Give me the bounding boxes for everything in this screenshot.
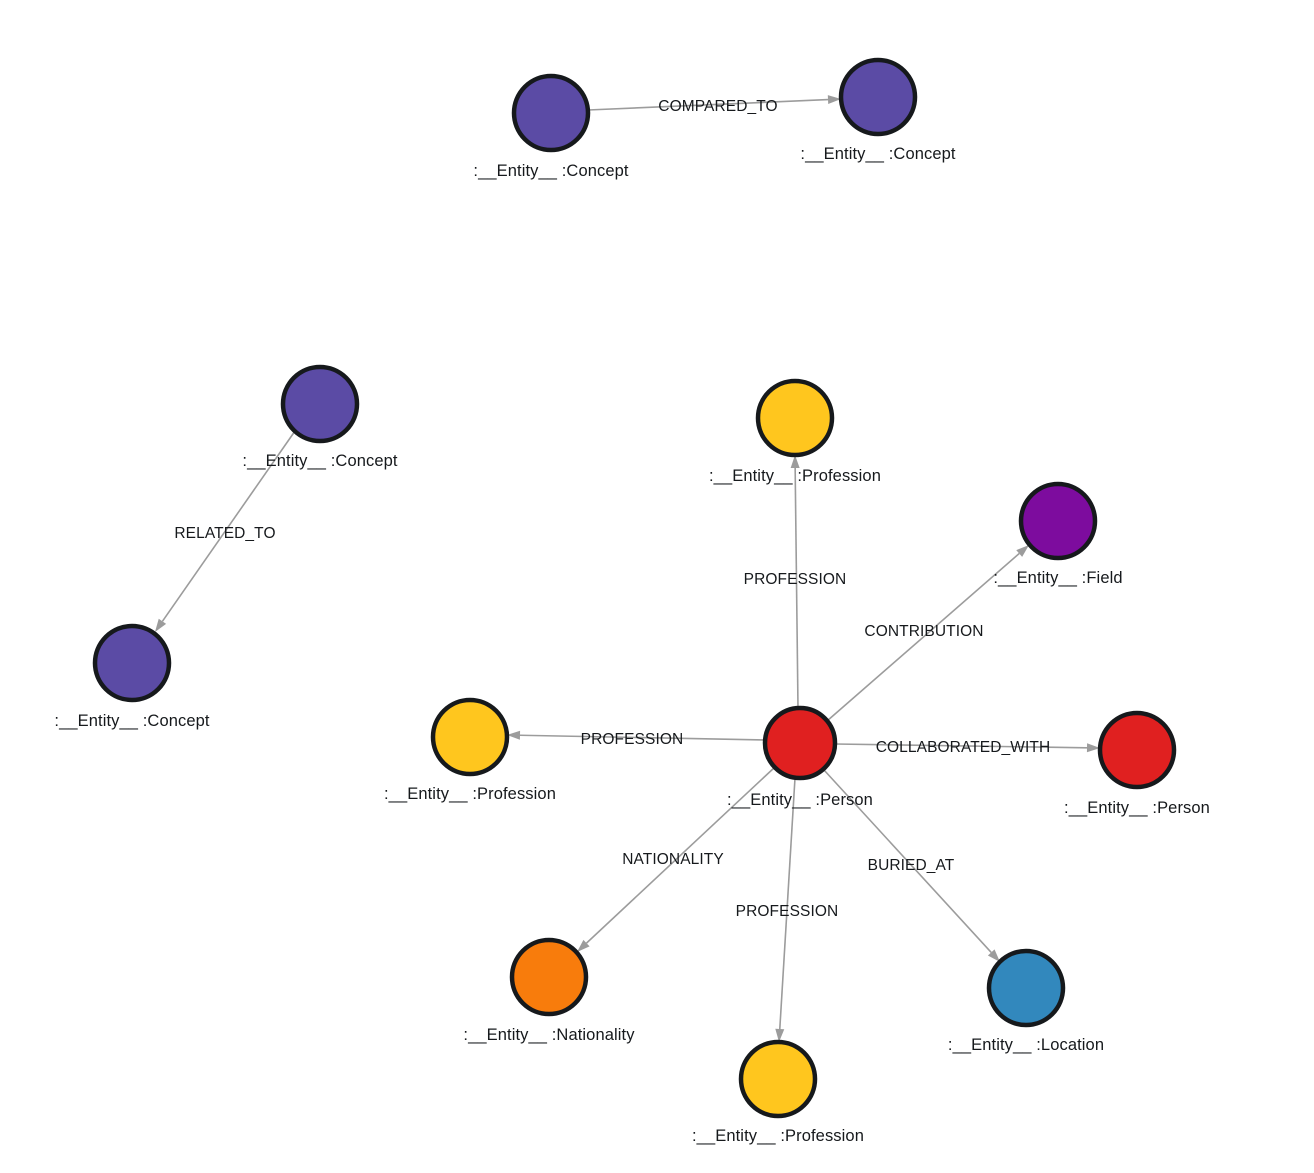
graph-node-concept[interactable] — [511, 73, 591, 153]
graph-node-location[interactable] — [986, 948, 1066, 1028]
edge-line — [585, 766, 776, 944]
edge-arrow-head-icon — [507, 730, 521, 740]
graph-edge[interactable] — [826, 545, 1029, 722]
graph-edge[interactable] — [775, 777, 796, 1042]
graph-node-field[interactable] — [1018, 481, 1098, 561]
node-label: :__Entity__ :Concept — [800, 145, 955, 163]
node-labels-layer: :__Entity__ :Concept :__Entity__ :Concept… — [54, 145, 1210, 1145]
edge-arrow-head-icon — [1016, 545, 1029, 557]
graph-edge[interactable] — [155, 430, 296, 632]
edge-arrow-head-icon — [577, 939, 590, 952]
edge-label: PROFESSION — [744, 571, 847, 588]
edge-label: RELATED_TO — [174, 525, 275, 542]
node-label: :__Entity__ :Concept — [54, 712, 209, 730]
edge-line — [519, 734, 766, 741]
edge-arrow-head-icon — [790, 455, 800, 469]
node-label: :__Entity__ :Field — [993, 569, 1122, 587]
edge-line — [778, 777, 796, 1030]
node-label: :__Entity__ :Person — [1064, 799, 1210, 817]
node-label: :__Entity__ :Nationality — [463, 1026, 635, 1044]
edge-label: BURIED_AT — [868, 857, 955, 874]
edge-label: PROFESSION — [581, 731, 684, 748]
graph-node-person[interactable] — [762, 705, 838, 781]
node-label: :__Entity__ :Concept — [473, 162, 628, 180]
graph-edge[interactable] — [790, 455, 800, 709]
edge-line — [161, 430, 296, 622]
edge-label: PROFESSION — [736, 903, 839, 920]
graph-node-profession[interactable] — [755, 378, 835, 458]
edge-label: COMPARED_TO — [658, 98, 777, 115]
node-label: :__Entity__ :Person — [727, 791, 873, 809]
edge-line — [794, 467, 799, 709]
edge-arrow-head-icon — [1086, 743, 1100, 753]
graph-edge[interactable] — [577, 766, 776, 952]
graph-node-concept[interactable] — [280, 364, 360, 444]
graph-node-profession[interactable] — [738, 1039, 818, 1119]
nodes-layer — [92, 57, 1177, 1119]
node-label: :__Entity__ :Concept — [242, 452, 397, 470]
edge-arrow-head-icon — [827, 95, 841, 105]
edge-label: CONTRIBUTION — [864, 623, 983, 640]
edges-layer — [155, 95, 1100, 1042]
edge-label: COLLABORATED_WITH — [876, 739, 1051, 756]
edge-line — [834, 743, 1088, 749]
graph-node-concept[interactable] — [92, 623, 172, 703]
edge-arrow-head-icon — [987, 949, 1000, 962]
node-label: :__Entity__ :Location — [948, 1036, 1104, 1054]
edge-arrow-head-icon — [775, 1028, 785, 1042]
node-label: :__Entity__ :Profession — [692, 1127, 864, 1145]
graph-edge[interactable] — [587, 95, 841, 111]
graph-node-profession[interactable] — [430, 697, 510, 777]
graph-node-nationality[interactable] — [509, 937, 589, 1017]
graph-node-person[interactable] — [1097, 710, 1177, 790]
edge-line — [826, 552, 1020, 722]
edge-label: NATIONALITY — [622, 851, 724, 868]
node-label: :__Entity__ :Profession — [709, 467, 881, 485]
graph-edge[interactable] — [507, 730, 766, 741]
edge-line — [587, 98, 829, 111]
node-label: :__Entity__ :Profession — [384, 785, 556, 803]
graph-node-concept[interactable] — [838, 57, 918, 137]
edge-arrow-head-icon — [155, 618, 167, 632]
edge-labels-layer: COMPARED_TO RELATED_TO PROFESSION CONTRIBUT… — [174, 98, 1050, 920]
graph-edge[interactable] — [834, 743, 1100, 753]
edge-line — [823, 769, 992, 953]
graph-edge[interactable] — [823, 769, 1000, 962]
